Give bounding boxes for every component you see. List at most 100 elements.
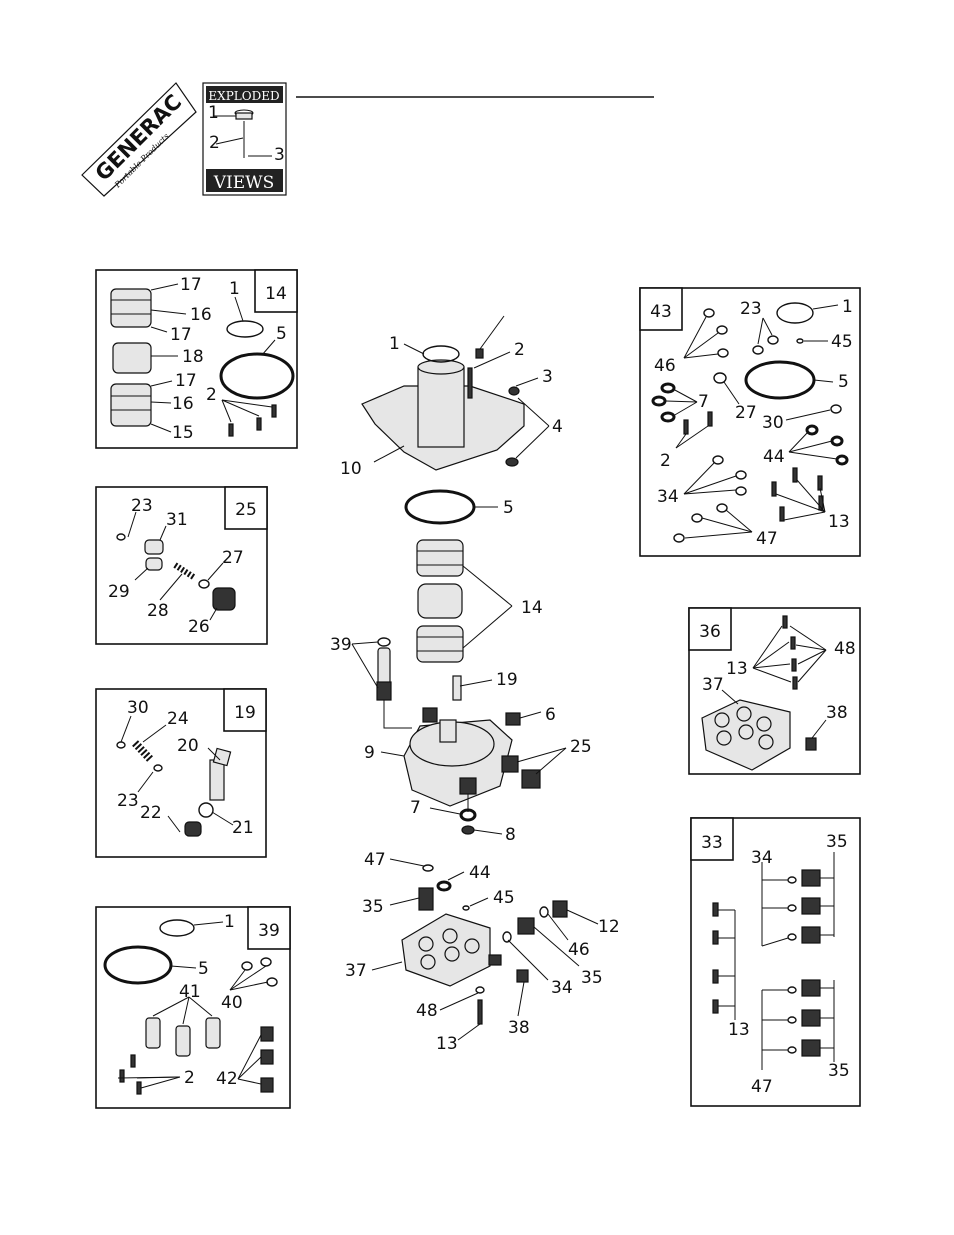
callout: 16 bbox=[190, 305, 212, 325]
callout: 48 bbox=[834, 639, 856, 659]
callout: 2 bbox=[184, 1068, 195, 1088]
callout: 21 bbox=[232, 818, 254, 838]
callout: 38 bbox=[508, 1018, 530, 1038]
callout: 34 bbox=[751, 848, 773, 868]
callout: 7 bbox=[698, 392, 709, 412]
callout: 6 bbox=[545, 705, 556, 725]
callout: 4 bbox=[552, 417, 563, 437]
callout: 16 bbox=[172, 394, 194, 414]
callout: 1 bbox=[224, 912, 235, 932]
callout: 5 bbox=[276, 324, 287, 344]
callout: 14 bbox=[521, 598, 543, 618]
kit-33-box: 33 35 34 13 47 35 bbox=[691, 818, 860, 1106]
callout: 47 bbox=[756, 529, 778, 549]
callout: 13 bbox=[828, 512, 850, 532]
callout: 46 bbox=[568, 940, 590, 960]
callout: 27 bbox=[222, 548, 244, 568]
callout: 27 bbox=[735, 403, 757, 423]
kit-19-box: 19 30 24 20 23 22 21 bbox=[96, 689, 266, 857]
callout: 35 bbox=[581, 968, 603, 988]
callout: 47 bbox=[751, 1077, 773, 1097]
callout: 13 bbox=[436, 1034, 458, 1054]
callout: 31 bbox=[166, 510, 188, 530]
callout: 39 bbox=[330, 635, 352, 655]
callout: 7 bbox=[410, 798, 421, 818]
callout: 12 bbox=[598, 917, 620, 937]
callout: 24 bbox=[167, 709, 189, 729]
callout: 23 bbox=[131, 496, 153, 516]
callout: 20 bbox=[177, 736, 199, 756]
callout: 18 bbox=[182, 347, 204, 367]
callout: 35 bbox=[362, 897, 384, 917]
callout: 46 bbox=[654, 356, 676, 376]
callout: 37 bbox=[345, 961, 367, 981]
badge-callout-3: 3 bbox=[274, 145, 285, 165]
callout: 34 bbox=[551, 978, 573, 998]
callout: 44 bbox=[763, 447, 785, 467]
callout: 23 bbox=[740, 299, 762, 319]
callout: 17 bbox=[180, 275, 202, 295]
callout: 19 bbox=[496, 670, 518, 690]
callout: 28 bbox=[147, 601, 169, 621]
kit-14-id: 14 bbox=[265, 284, 287, 304]
callout: 38 bbox=[826, 703, 848, 723]
callout: 2 bbox=[514, 340, 525, 360]
callout: 34 bbox=[657, 487, 679, 507]
callout: 42 bbox=[216, 1069, 238, 1089]
badge-bottom-text: VIEWS bbox=[213, 173, 275, 193]
callout: 5 bbox=[198, 959, 209, 979]
kit-25-box: 25 23 31 27 29 28 26 bbox=[96, 487, 267, 644]
generac-logo: GENERAC Portable Products bbox=[82, 83, 196, 196]
kit-36-id: 36 bbox=[699, 622, 721, 642]
callout: 48 bbox=[416, 1001, 438, 1021]
kit-33-id: 33 bbox=[701, 833, 723, 853]
kit-39-box: 39 1 5 41 40 2 42 bbox=[96, 907, 290, 1108]
callout: 37 bbox=[702, 675, 724, 695]
callout: 35 bbox=[828, 1061, 850, 1081]
kit-43-id: 43 bbox=[650, 302, 672, 322]
kit-43-box: 43 23 1 45 46 7 27 5 30 2 bbox=[640, 288, 860, 556]
callout: 26 bbox=[188, 617, 210, 637]
callout: 8 bbox=[505, 825, 516, 845]
callout: 5 bbox=[838, 372, 849, 392]
callout: 1 bbox=[229, 279, 240, 299]
callout: 35 bbox=[826, 832, 848, 852]
callout: 22 bbox=[140, 803, 162, 823]
callout: 30 bbox=[762, 413, 784, 433]
callout: 2 bbox=[206, 385, 217, 405]
badge-callout-2: 2 bbox=[209, 133, 220, 153]
exploded-views-badge: EXPLODED VIEWS 1 2 3 bbox=[203, 83, 286, 195]
callout: 45 bbox=[493, 888, 515, 908]
badge-top-text: EXPLODED bbox=[208, 89, 279, 103]
callout: 13 bbox=[726, 659, 748, 679]
callout: 1 bbox=[842, 297, 853, 317]
callout: 29 bbox=[108, 582, 130, 602]
brand-name: GENERAC bbox=[91, 90, 187, 186]
callout: 25 bbox=[570, 737, 592, 757]
kit-25-id: 25 bbox=[235, 500, 257, 520]
callout: 1 bbox=[389, 334, 400, 354]
callout: 40 bbox=[221, 993, 243, 1013]
callout: 15 bbox=[172, 423, 194, 443]
callout: 10 bbox=[340, 459, 362, 479]
badge-callout-1: 1 bbox=[208, 103, 219, 123]
callout: 13 bbox=[728, 1020, 750, 1040]
callout: 3 bbox=[542, 367, 553, 387]
callout: 47 bbox=[364, 850, 386, 870]
callout: 5 bbox=[503, 498, 514, 518]
callout: 30 bbox=[127, 698, 149, 718]
callout: 41 bbox=[179, 982, 201, 1002]
kit-36-box: 36 48 13 37 38 bbox=[689, 608, 860, 774]
kit-39-id: 39 bbox=[258, 921, 280, 941]
callout: 17 bbox=[175, 371, 197, 391]
kit-19-id: 19 bbox=[234, 703, 256, 723]
callout: 45 bbox=[831, 332, 853, 352]
callout: 9 bbox=[364, 743, 375, 763]
callout: 23 bbox=[117, 791, 139, 811]
callout: 2 bbox=[660, 451, 671, 471]
callout: 44 bbox=[469, 863, 491, 883]
kit-14-box: 14 17 16 17 18 17 16 15 1 5 2 bbox=[96, 270, 297, 448]
main-assembly: 1 2 3 4 10 5 14 39 19 6 9 25 7 8 47 44 3… bbox=[330, 316, 620, 1054]
callout: 17 bbox=[170, 325, 192, 345]
